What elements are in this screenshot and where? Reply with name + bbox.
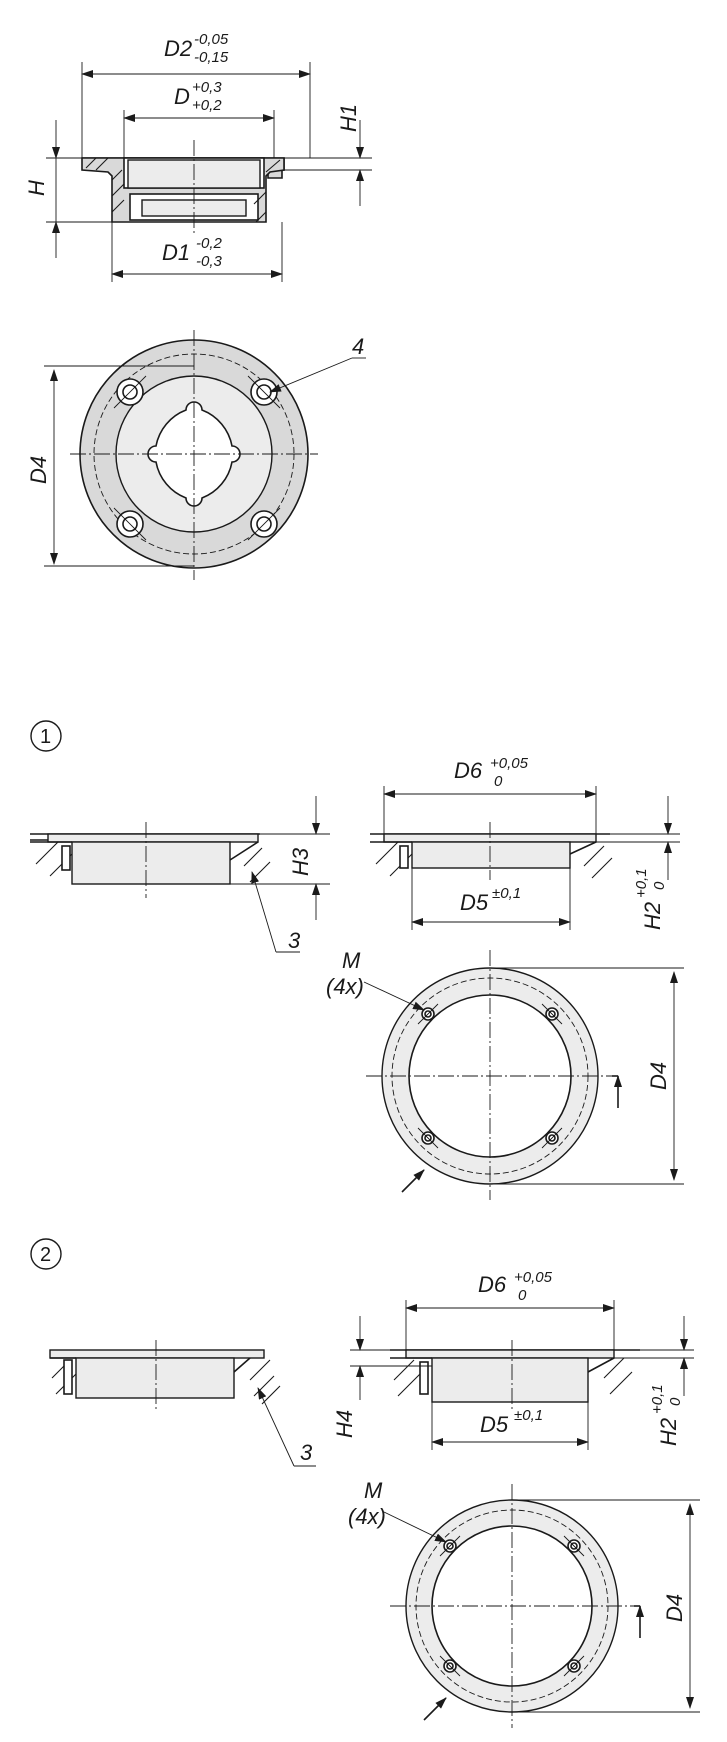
label-H2-v2: H2 xyxy=(656,1418,681,1446)
variant-1-section-left: H3 3 xyxy=(30,796,330,953)
label-H2-tol-upper-v1: +0,1 xyxy=(633,868,650,898)
label-D5-v2: D5 xyxy=(480,1412,509,1437)
label-M-v2: M xyxy=(364,1478,383,1503)
label-H1: H1 xyxy=(336,104,361,132)
insert-section-view: D2 -0,05 -0,15 D +0,3 +0,2 H H1 D1 -0,2 … xyxy=(24,31,372,282)
label-D: D xyxy=(174,84,190,109)
label-D2: D2 xyxy=(164,36,192,61)
label-D4-v2: D4 xyxy=(662,1594,687,1622)
label-D1-tol-lower: -0,3 xyxy=(196,253,223,270)
label-D4-top: D4 xyxy=(26,456,51,484)
label-D5-tol-v2: ±0,1 xyxy=(514,1407,543,1424)
callout-3-v1: 3 xyxy=(288,928,301,953)
variant-2-section-right: D6 +0,05 0 D5 ±0,1 H4 H2 +0,1 0 xyxy=(332,1269,694,1450)
label-D6-tol-upper-v1: +0,05 xyxy=(490,755,529,772)
label-H2-tol-lower-v2: 0 xyxy=(667,1397,684,1406)
label-H3: H3 xyxy=(288,847,313,876)
label-D2-tol-lower: -0,15 xyxy=(194,49,229,66)
label-D6-tol-lower-v1: 0 xyxy=(494,773,503,790)
label-D5-tol-v1: ±0,1 xyxy=(492,885,521,902)
label-H2-tol-upper-v2: +0,1 xyxy=(649,1384,666,1414)
variant-1-number: 1 xyxy=(40,726,51,748)
label-M-count-v1: (4x) xyxy=(326,974,364,999)
label-D6-tol-upper-v2: +0,05 xyxy=(514,1269,553,1286)
variant-2-ring-view: D4 M (4x) xyxy=(348,1478,700,1728)
variant-2-number: 2 xyxy=(40,1244,51,1266)
label-D4-v1: D4 xyxy=(646,1062,671,1090)
label-D2-tol-upper: -0,05 xyxy=(194,31,229,48)
label-D6-v1: D6 xyxy=(454,758,483,783)
label-D-tol-lower: +0,2 xyxy=(192,97,222,114)
label-H2-tol-lower-v1: 0 xyxy=(651,881,668,890)
label-H4: H4 xyxy=(332,1410,357,1438)
insert-top-view: D4 4 xyxy=(26,330,366,580)
variant-1-marker: 1 xyxy=(30,720,62,752)
variant-2-section-left: 3 xyxy=(49,1340,316,1467)
label-D1-tol-upper: -0,2 xyxy=(196,235,223,252)
label-M-count-v2: (4x) xyxy=(348,1504,386,1529)
variant-1-section-right: D6 +0,05 0 D5 ±0,1 H2 +0,1 0 xyxy=(370,755,680,930)
label-D-tol-upper: +0,3 xyxy=(192,79,222,96)
bolt-holes xyxy=(113,375,281,541)
label-H: H xyxy=(24,180,49,196)
callout-4: 4 xyxy=(352,334,364,359)
label-D1: D1 xyxy=(162,240,190,265)
variant-1-ring-view: D4 M (4x) xyxy=(326,948,684,1200)
variant-2-marker: 2 xyxy=(30,1238,62,1270)
callout-3-v2: 3 xyxy=(300,1440,313,1465)
label-H2-v1: H2 xyxy=(640,902,665,930)
section-hatching xyxy=(85,157,281,223)
label-D6-tol-lower-v2: 0 xyxy=(518,1287,527,1304)
label-D5-v1: D5 xyxy=(460,890,489,915)
label-M-v1: M xyxy=(342,948,361,973)
label-D6-v2: D6 xyxy=(478,1272,507,1297)
